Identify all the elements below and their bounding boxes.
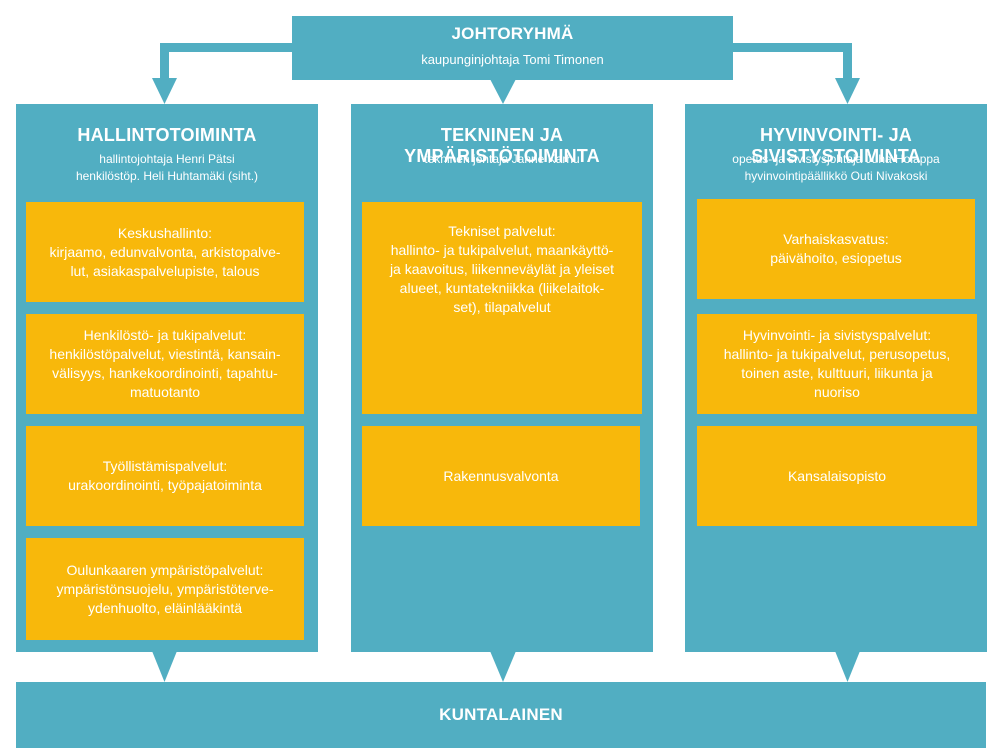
connector-right-h [733,43,852,52]
box-line: Hyvinvointi- ja sivistyspalvelut: [742,327,932,343]
box-rakennusvalvonta: Rakennusvalvonta [362,426,640,526]
column-title: TEKNINEN JA YMPÄRISTÖTOIMINTA [404,125,600,166]
box-line: Työllistämispalvelut: [102,458,228,474]
box-line: Rakennusvalvonta [443,467,559,484]
box-henkilosto: Henkilöstö- ja tukipalvelut: henkilöstöp… [26,314,304,414]
box-line: matuotanto [129,384,201,400]
box-line: hallinto- ja tukipalvelut, maankäyttö- [390,242,614,258]
arrow-left-down [152,78,177,104]
arrow-right-down [835,78,860,104]
column-subtitle-line: hyvinvointipäällikkö Outi Nivakoski [744,169,928,183]
arrow-bottom-left [152,651,177,682]
box-line: alueet, kuntatekniikka (liikelaitok- [399,280,605,296]
arrow-bottom-center [490,651,516,682]
box-line: nuoriso [814,384,860,400]
column-subtitle-line: tekninen johtaja Janne Karhu [424,152,580,166]
box-line: Varhaiskasvatus: [783,231,889,247]
box-line: päivähoito, esiopetus [770,250,902,266]
box-line: Henkilöstö- ja tukipalvelut: [83,327,247,343]
box-hyvinvointi-palvelut: Hyvinvointi- ja sivistyspalvelut: hallin… [697,314,977,414]
box-line: set), tilapalvelut [453,299,551,315]
box-line: lut, asiakaspalvelupiste, talous [70,262,260,279]
box-line: Tekniset palvelut: [448,223,556,239]
arrow-center-down [490,79,516,104]
box-line: välisyys, hankekoordinointi, tapahtu- [52,365,278,381]
box-line: ydenhuolto, eläinlääkintä [87,599,243,616]
column-subtitle-line: opetus- ja sivistysjohtaja Juha Holappa [732,152,940,166]
box-tyollistamis: Työllistämispalvelut: urakoordinointi, t… [26,426,304,526]
top-box: JOHTORYHMÄ kaupunginjohtaja Tomi Timonen [292,16,733,80]
box-line: Keskushallinto: [117,224,213,241]
column-subtitle-line: henkilöstöp. Heli Huhtamäki (siht.) [75,169,259,183]
bottom-title: KUNTALAINEN [439,705,563,724]
box-line: hallinto- ja tukipalvelut, perusopetus, [723,346,951,362]
arrow-bottom-right [835,651,860,682]
box-line: Oulunkaaren ympäristöpalvelut: [66,561,264,578]
column-title: HYVINVOINTI- JA SIVISTYSTOIMINTA [751,125,921,166]
connector-right-v [843,43,852,81]
column-subtitle: opetus- ja sivistysjohtaja Juha Holappa … [685,151,987,185]
box-line: Kansalaisopisto [787,467,887,484]
box-line: kirjaamo, edunvalvonta, arkistopalve- [49,243,281,260]
column-subtitle: hallintojohtaja Henri Pätsi henkilöstöp.… [16,151,318,185]
box-line: henkilöstöpalvelut, viestintä, kansain- [49,346,281,362]
box-kansalaisopisto: Kansalaisopisto [697,426,977,526]
box-line: urakoordinointi, työpajatoiminta [68,477,262,493]
top-title: JOHTORYHMÄ [451,24,574,43]
column-subtitle-line: hallintojohtaja Henri Pätsi [99,152,235,166]
column-subtitle: tekninen johtaja Janne Karhu [351,151,653,168]
box-line: ympäristönsuojelu, ympäristöterve- [56,580,274,597]
box-ymparisto: Oulunkaaren ympäristöpalvelut: ympäristö… [26,538,304,640]
column-title: HALLINTOTOIMINTA [77,125,257,145]
bottom-bar: KUNTALAINEN [16,682,986,748]
connector-left-h [160,43,292,52]
box-line: ja kaavoitus, liikenneväylät ja yleiset [389,261,615,277]
box-line: toinen aste, kulttuuri, liikunta ja [741,365,933,381]
box-keskushallinto: Keskushallinto: kirjaamo, edunvalvonta, … [26,202,304,302]
top-subtitle: kaupunginjohtaja Tomi Timonen [421,52,604,67]
box-tekniset-palvelut: Tekniset palvelut: hallinto- ja tukipalv… [362,202,642,414]
box-varhaiskasvatus: Varhaiskasvatus: päivähoito, esiopetus [697,199,975,299]
connector-left-v [160,43,169,81]
